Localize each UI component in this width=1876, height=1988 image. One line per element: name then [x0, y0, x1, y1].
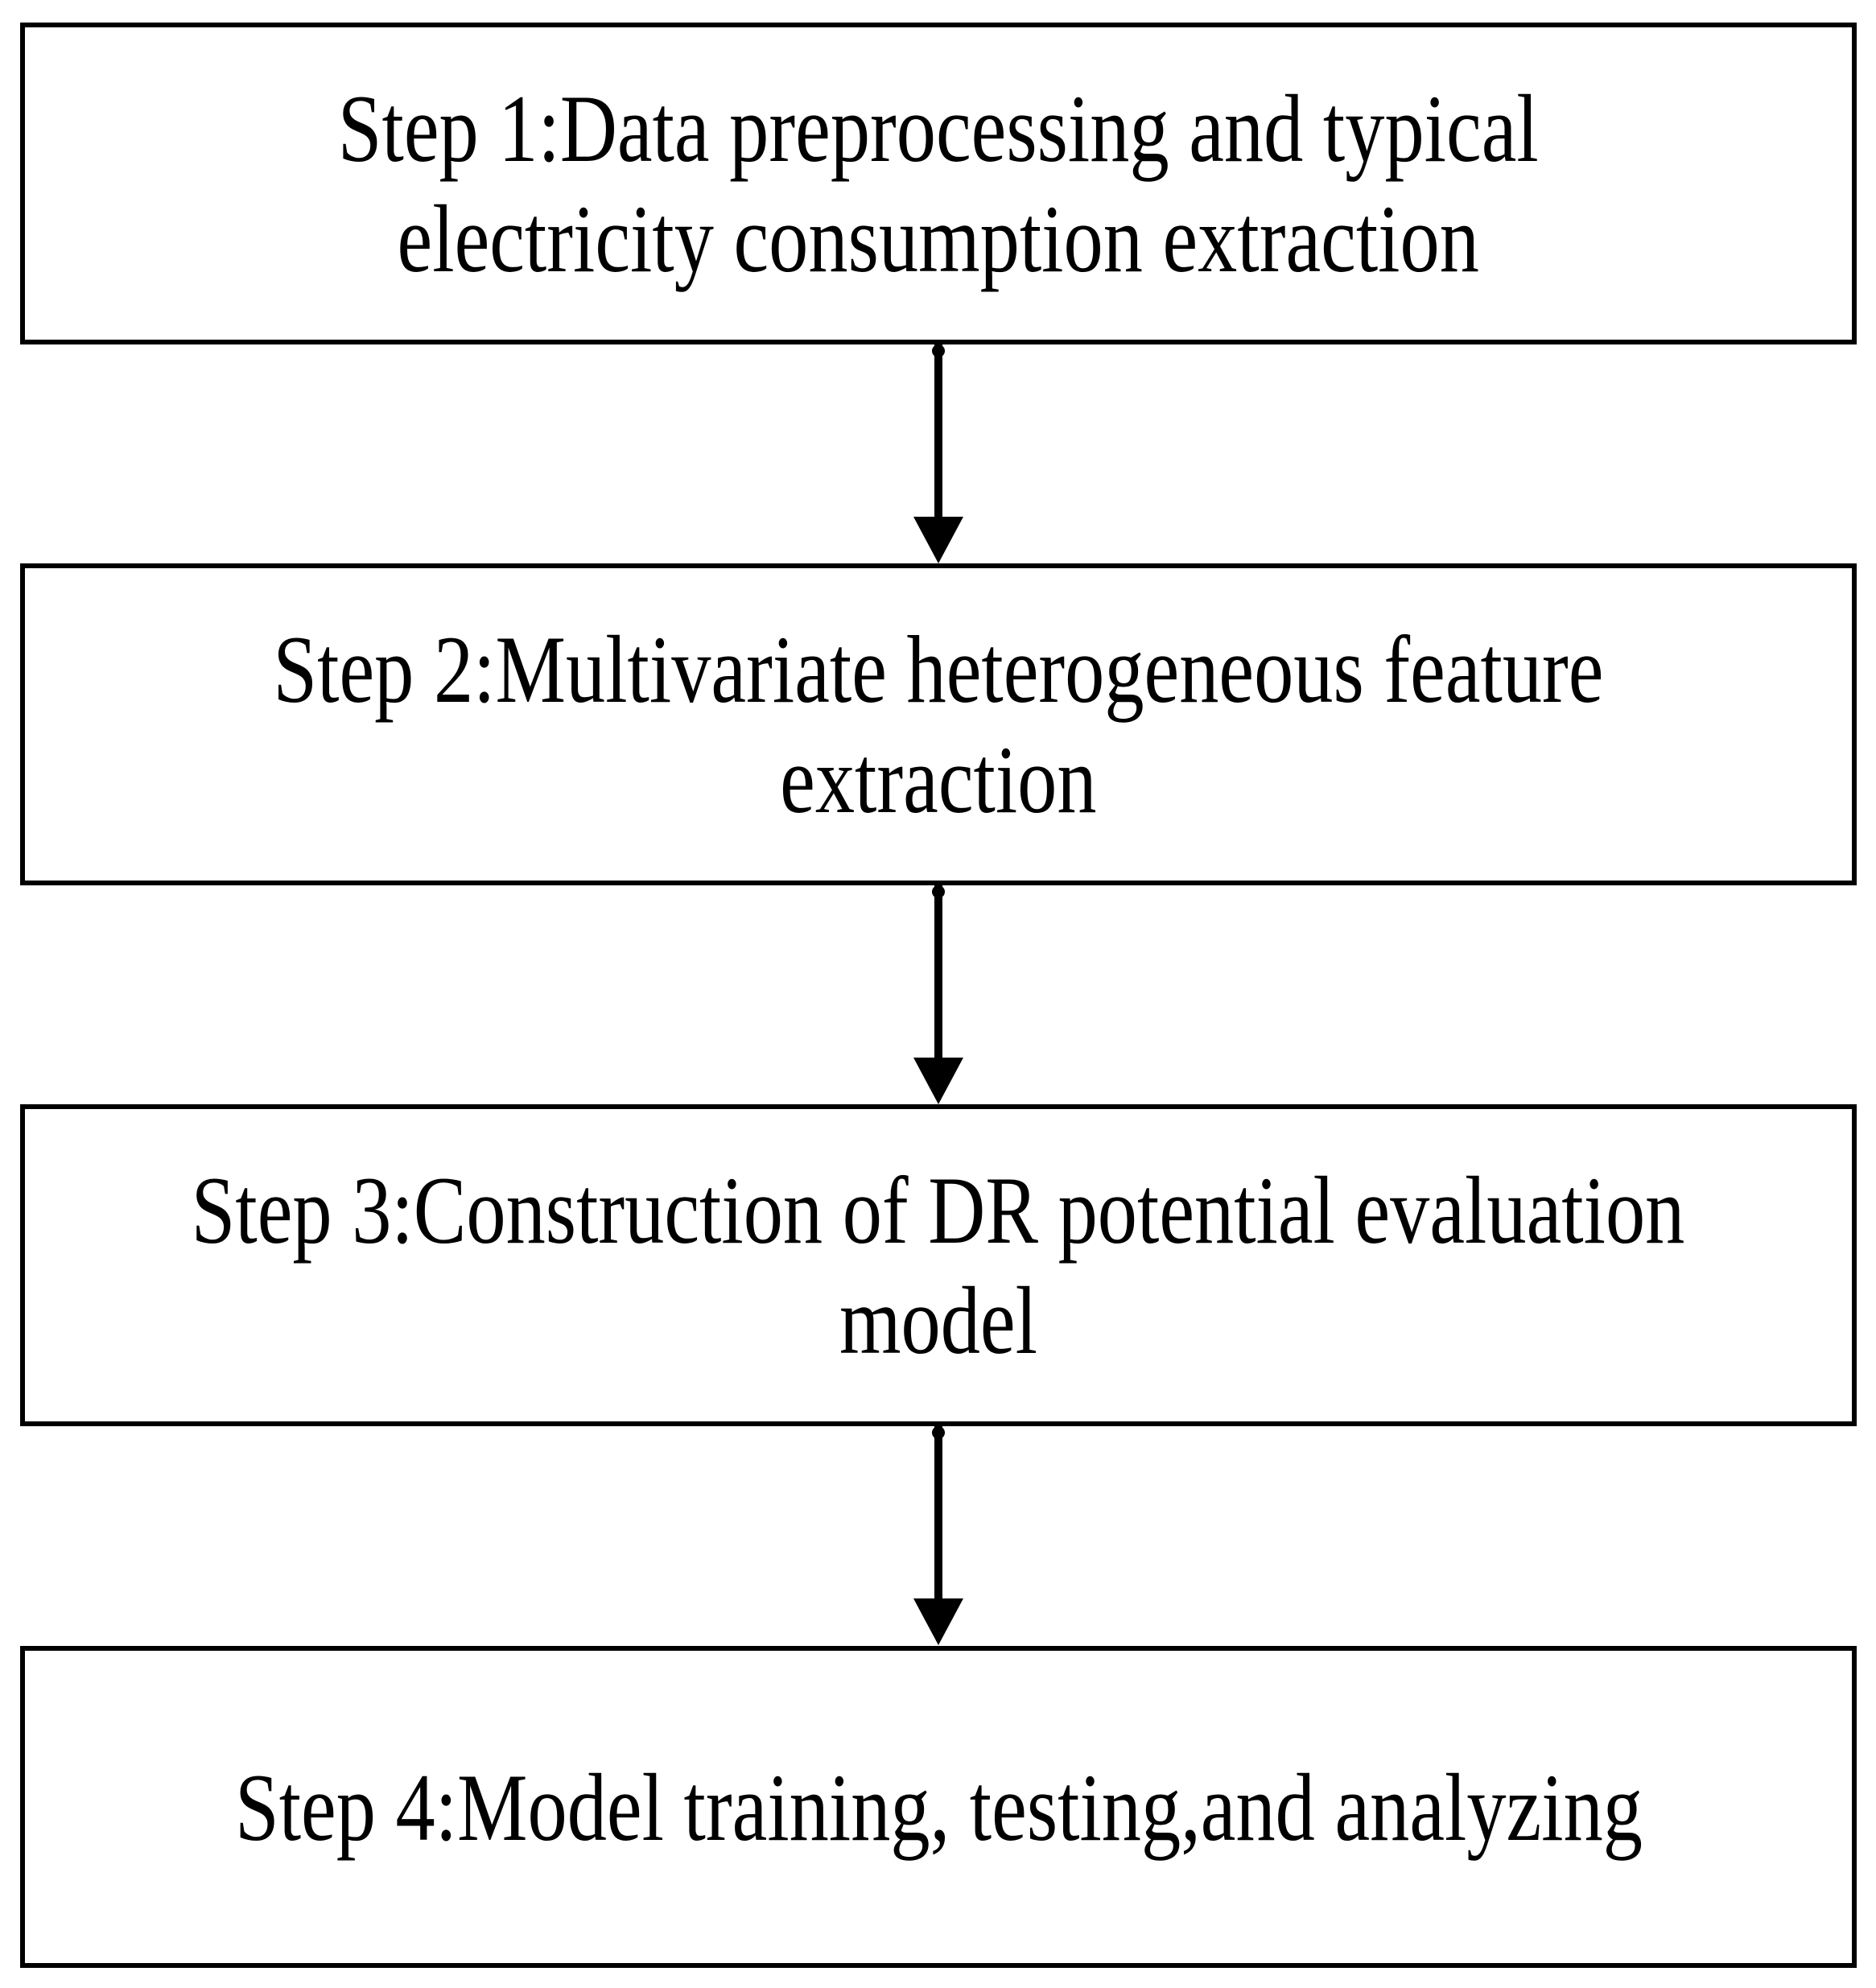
flow-arrow-3: [913, 1426, 963, 1645]
step-3-label-line-2: model: [839, 1267, 1037, 1374]
step-1-label-line-1: Step 1:Data preprocessing and typical: [338, 75, 1539, 182]
step-3-box: Step 3:Construction of DR potential eval…: [20, 1104, 1857, 1426]
step-1-box: Step 1:Data preprocessing and typical el…: [20, 23, 1857, 344]
flow-arrow-1: [913, 344, 963, 563]
step-1-label-line-2: electricity consumption extraction: [397, 185, 1480, 292]
arrow-stem: [934, 344, 942, 517]
flow-arrow-2: [913, 885, 963, 1104]
step-2-box: Step 2:Multivariate heterogeneous featur…: [20, 563, 1857, 885]
step-4-box: Step 4:Model training, testing,and analy…: [20, 1646, 1857, 1968]
arrow-stem: [934, 885, 942, 1058]
step-3-label-line-1: Step 3:Construction of DR potential eval…: [192, 1157, 1685, 1264]
step-2-label-line-2: extraction: [780, 726, 1097, 833]
arrow-stem: [934, 1426, 942, 1598]
arrow-down-icon: [913, 1598, 963, 1645]
step-2-label-line-1: Step 2:Multivariate heterogeneous featur…: [273, 616, 1604, 723]
step-4-label-line-1: Step 4:Model training, testing,and analy…: [234, 1753, 1643, 1861]
arrow-down-icon: [913, 1058, 963, 1104]
arrow-down-icon: [913, 517, 963, 563]
